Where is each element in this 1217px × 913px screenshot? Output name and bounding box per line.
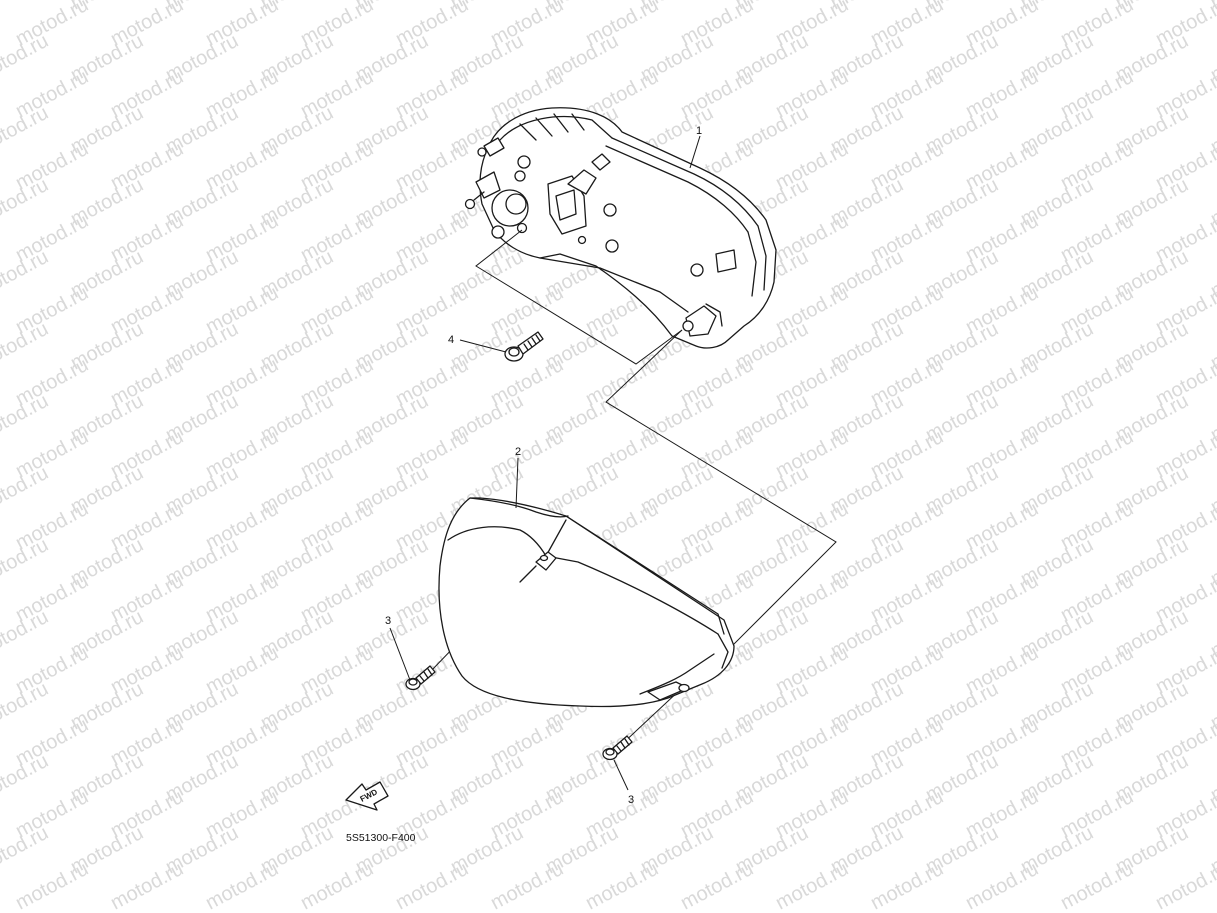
watermark-text: motod.ru xyxy=(107,858,187,913)
meter-connector xyxy=(547,175,587,235)
mount-boss-right xyxy=(685,305,717,337)
watermark-text: motod.ru xyxy=(582,858,662,913)
watermark-text: motod.ru xyxy=(487,858,567,913)
meter-assembly: 1 xyxy=(464,107,777,349)
watermark-text: motod.ru xyxy=(0,246,52,302)
watermark-text: motod.ru xyxy=(0,30,52,86)
mount-boss-left xyxy=(475,171,501,199)
watermark-text: motod.ru xyxy=(0,606,52,662)
forward-arrow-icon: FWD xyxy=(345,781,389,811)
meter-housing xyxy=(479,107,777,349)
watermark-text: motod.ru xyxy=(0,174,52,230)
watermark-text: motod.ru xyxy=(0,750,52,806)
watermark-text: motod.ru xyxy=(1152,858,1217,913)
watermark-text: motod.ru xyxy=(0,0,52,14)
watermark-text: motod.ru xyxy=(12,858,92,913)
watermark-text: motod.ru xyxy=(772,858,852,913)
callout-4: 4 xyxy=(448,334,454,346)
cover-screw-right: 3 xyxy=(602,735,634,806)
watermark-text: motod.ru xyxy=(0,102,52,158)
watermark-text: motod.ru xyxy=(962,858,1042,913)
callout-3-right: 3 xyxy=(628,794,634,806)
watermark-text: motod.ru xyxy=(0,678,52,734)
meter-cover: 2 xyxy=(438,446,735,708)
watermark-text: motod.ru xyxy=(1057,858,1137,913)
watermark-text: motod.ru xyxy=(297,858,377,913)
watermark-text: motod.ru xyxy=(0,822,52,878)
watermark-text: motod.ru xyxy=(202,858,282,913)
watermark-text: motod.ru xyxy=(0,318,52,374)
callout-1: 1 xyxy=(696,125,702,137)
watermark-text: motod.ru xyxy=(677,858,757,913)
drawing-code: 5S51300-F400 xyxy=(346,832,416,844)
callout-3-left: 3 xyxy=(385,615,391,627)
watermark-text: motod.ru xyxy=(0,390,52,446)
callout-2: 2 xyxy=(515,446,521,458)
watermark-text: motod.ru xyxy=(0,534,52,590)
cover-screw-left: 3 xyxy=(385,615,436,691)
meter-screw: 4 xyxy=(448,331,544,362)
watermark-text: motod.ru xyxy=(392,858,472,913)
watermark-text: motod.ru xyxy=(0,462,52,518)
watermark-text: motod.ru xyxy=(867,858,947,913)
